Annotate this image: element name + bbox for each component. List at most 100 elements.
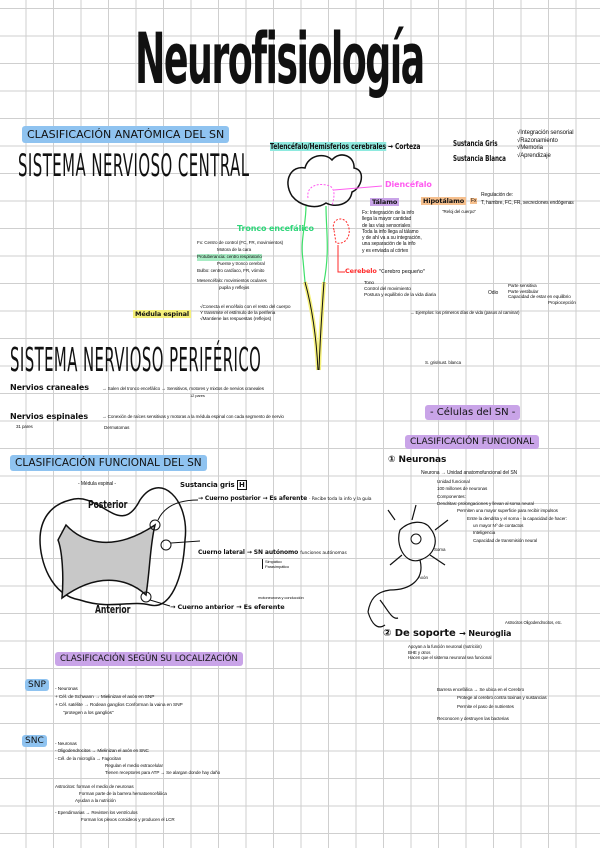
soporte-note: BHE y otros xyxy=(408,649,431,655)
diencefalo-label: Diencéfalo xyxy=(385,180,432,189)
neurona-def: Neurona → Unidad anatomofuncional del SN xyxy=(421,470,518,476)
craneales-sub: 12 pares xyxy=(190,393,205,398)
lateral-horn-marker xyxy=(160,539,172,551)
posterior-label: Posterior xyxy=(88,498,128,511)
asta-anterior-note: motoneurona y conducción xyxy=(258,595,304,600)
neurona-item: Dendritas: prolongaciones y llevan al so… xyxy=(437,501,534,507)
corteza-label: → Corteza xyxy=(387,142,421,151)
espinales-sub: 31 pares xyxy=(16,424,33,429)
asta-posterior-note: · Recibe toda la info y la guía xyxy=(309,497,372,502)
telencefalo-label: Telencéfalo/Hemisferios cerebrales xyxy=(270,142,386,151)
soporte-note: Apoyan a la función neuronal (nutrición) xyxy=(408,644,482,649)
talamo-note: y es enviada al córtex xyxy=(362,247,409,254)
anterior-label: Anterior xyxy=(95,603,131,616)
talamo-note: Toda la info llega al tálamo xyxy=(362,228,419,235)
neurona-item: Permiten una mayor superficie para recib… xyxy=(457,508,558,514)
cerebelo-item: Control del movimiento xyxy=(364,286,411,292)
asta-lateral-note: funciones autónomas xyxy=(300,551,347,556)
neuronas-label: ① Neuronas xyxy=(388,455,447,465)
cerebellum xyxy=(332,218,350,244)
odio-note: Parte sensitiva xyxy=(508,283,537,288)
espinales-note: → Conexión de raíces sensitivas y motora… xyxy=(102,414,284,419)
talamo-note: Fx: Integración de la info xyxy=(362,210,415,216)
snc-note: - Neuronas xyxy=(55,741,77,746)
extra-note: Reconocen y destruyen las bacterias xyxy=(437,715,509,721)
hipotalamo-note: "Reloj del cuerpo" xyxy=(442,209,476,214)
section-heading-anatomica: CLASIFICACIÓN ANATÓMICA DEL SN xyxy=(22,126,230,143)
nervios-craneales: Nervios craneales xyxy=(10,383,89,392)
neurona-item: Inteligencia xyxy=(473,530,496,536)
tronco-note: Bulbo: centro cardíaco, FR, vómito xyxy=(197,267,265,273)
section-heading-localizacion: CLASIFICACIÓN SEGÚN SU LOCALIZACIÓN xyxy=(55,652,243,666)
soporte-label: ② De soporte xyxy=(383,628,456,639)
diencephalon-outline xyxy=(307,184,335,207)
espinales-note2: Dermatomas xyxy=(104,425,130,430)
posterior-horn-marker xyxy=(149,519,161,531)
snp-note: + Cél. satélite → Rodean ganglios Confor… xyxy=(55,702,183,708)
snp-note: + Cél. de Schwann → Mielinizan el axón e… xyxy=(55,694,155,700)
h-label: H xyxy=(236,480,247,490)
cerebellum-arrow xyxy=(337,245,345,273)
talamo-note: una separación de la info xyxy=(362,241,416,248)
medula-note: √Mantiene las respuestas (reflejos) xyxy=(200,316,272,322)
axon-label: Axón xyxy=(418,575,428,580)
celulas-sub: CLASIFICACIÓN FUNCIONAL xyxy=(405,435,540,449)
extra-note: Permite el paso de nutrientes xyxy=(457,703,514,709)
soporte-note: Astrocitos Oligodendrocitos, etc. xyxy=(505,620,562,625)
tronco-note: Mesencéfalo: movimientos oculares xyxy=(197,278,267,284)
medula-note: √Conecta el encéfalo con el resto del cu… xyxy=(200,305,291,310)
snc-note: - Ependimarias → Revisten los ventrículo… xyxy=(55,809,138,815)
extra-note: Barrera encefálica → Se ubica en el Cere… xyxy=(437,687,525,692)
asta-lateral: Cuerno lateral → SN autónomo xyxy=(198,549,299,556)
hipotalamo-label: Hipotálamo xyxy=(421,197,467,206)
snc-note: Tienen receptores para ATP → Se alargan … xyxy=(105,770,221,776)
horn-arrows xyxy=(149,499,201,607)
autonomo-item: Simpático xyxy=(265,559,282,564)
brain-drawing xyxy=(287,154,363,208)
neuroglia-label: → Neuroglia xyxy=(459,629,512,638)
talamo-note: y de ahí va a su integración, xyxy=(362,235,422,241)
axon-terminals xyxy=(367,599,399,628)
cerebelo-item: Postura y equilibrio de la vida diaria xyxy=(364,292,436,298)
funcion-item: √Aprendizaje xyxy=(517,152,551,159)
neuron-nucleus xyxy=(410,533,422,545)
snp-note: "protegen a los ganglios" xyxy=(63,710,114,716)
neurona-item: un mayor Nº de contactos xyxy=(473,523,524,529)
sustancia-blanca: Sustancia Blanca xyxy=(453,154,506,163)
nervios-espinales: Nervios espinales xyxy=(10,412,89,421)
cerebelo-label: Cerebelo xyxy=(345,267,377,275)
tronco-note: Puente y tronco cerebral xyxy=(217,260,265,266)
autonomo-item: Parasimpático xyxy=(265,564,290,569)
cerebelo-item: Tono xyxy=(364,281,375,286)
gray-matter xyxy=(57,523,157,600)
talamo-label: Tálamo xyxy=(370,198,400,207)
extra-note: Protege al cerebro contra toxinas y sust… xyxy=(457,695,547,701)
tronco-note: Protuberancia: centro respiratorio xyxy=(197,253,262,261)
odio-note: Capacidad de estar en equilibrio xyxy=(508,294,571,300)
snp-title: SISTEMA NERVIOSO PERIFÉRICO xyxy=(10,340,262,379)
neuron-drawing xyxy=(367,504,449,613)
medula-label: - Médula espinal - xyxy=(78,481,116,487)
neurona-item: Entre la dendrita y el soma - la capacid… xyxy=(467,515,567,521)
funcion-item: √Razonamiento xyxy=(517,137,558,144)
medula-label: Médula espinal xyxy=(133,310,192,319)
hipotalamo-list: T, hambre, FC, FR, secreciones endógenas xyxy=(481,200,574,206)
talamo-note: llega la mayor cantidad xyxy=(362,216,412,223)
snc-note: Forman parte de la barrera hematoencefál… xyxy=(79,791,167,797)
funcion-item: √Memoria xyxy=(517,145,543,151)
hipotalamo-regula: Regulación de: xyxy=(481,192,513,198)
spinal-cord-outline xyxy=(304,281,325,371)
snc-note: - Cél. de la microglía → Fagocitan xyxy=(55,755,122,761)
medula-note: Y transmite el estímulo de la periferia xyxy=(200,310,276,316)
tronco-note: Motora de la cara xyxy=(217,246,252,252)
snp-badge: SNP xyxy=(25,679,49,691)
diencephalon-arrow xyxy=(333,185,383,191)
tronco-note: Fx: Centro de control (FC, FR, movimient… xyxy=(197,240,284,245)
sustancia-gris: Sustancia Gris xyxy=(453,139,498,148)
snc-title: SISTEMA NERVIOSO CENTRAL xyxy=(18,148,250,184)
craneales-note: → Salen del tronco encefálico → Sensitiv… xyxy=(102,386,264,391)
odio-label: Odio xyxy=(488,290,499,296)
snc-note: Regulan el medio extracelular xyxy=(105,763,163,769)
neurona-item: Capacidad de transmisión neural xyxy=(473,537,538,543)
